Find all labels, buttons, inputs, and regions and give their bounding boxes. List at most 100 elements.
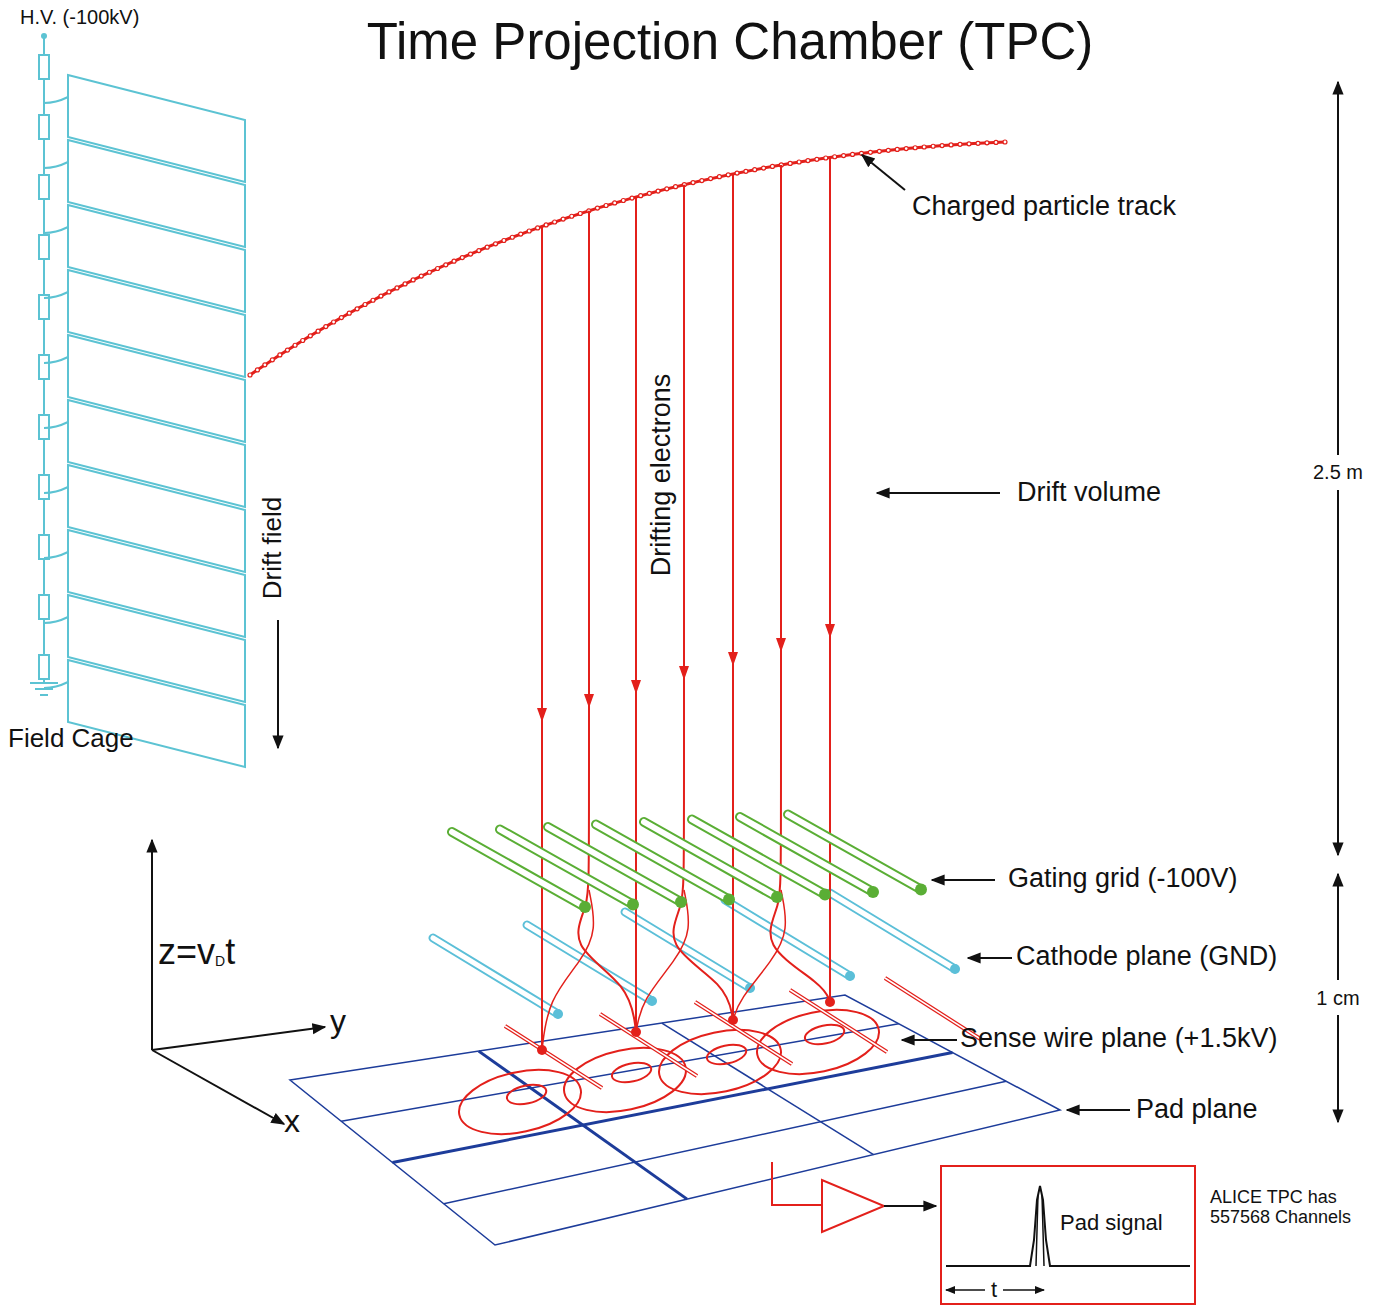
signal-arrow <box>884 1205 936 1207</box>
ionisation-dot <box>460 256 464 260</box>
ionisation-dot <box>976 141 980 145</box>
induced-charge <box>505 1082 548 1108</box>
dimension-line <box>1337 490 1339 855</box>
wire-end <box>771 891 783 903</box>
pulse-trace <box>1036 1195 1044 1266</box>
label: y <box>330 1004 346 1039</box>
electron-drift-line <box>541 226 543 1050</box>
avalanche-point <box>631 1027 641 1037</box>
label: 1 cm <box>1314 987 1361 1009</box>
ionisation-dot <box>842 154 846 158</box>
gating-wire <box>788 815 921 890</box>
ionisation-dot <box>519 232 523 236</box>
field-cage-tap <box>44 682 68 688</box>
cathode-wire <box>830 893 955 969</box>
ionisation-dot <box>833 155 837 159</box>
ionisation-dot <box>510 235 514 239</box>
resistor-symbol <box>39 55 49 79</box>
ionisation-dot <box>958 142 962 146</box>
wire-end <box>723 894 735 906</box>
resistor-symbol <box>39 355 49 379</box>
leader-arrow <box>877 492 1000 494</box>
ionisation-dot <box>797 160 801 164</box>
dimension-line <box>1337 82 1339 455</box>
wire-end <box>950 964 960 974</box>
sense-wire <box>790 990 887 1052</box>
electron-drift-line <box>542 890 593 1050</box>
induced-charge <box>803 1022 846 1048</box>
ionisation-dot <box>762 166 766 170</box>
ionisation-dot <box>536 226 540 230</box>
ionisation-dot <box>815 157 819 161</box>
electron-drift-line <box>733 890 785 1020</box>
label: x <box>284 1104 300 1139</box>
ionisation-dot <box>726 173 730 177</box>
resistor-symbol <box>39 115 49 139</box>
ionisation-dot <box>922 145 926 149</box>
ionisation-dot <box>994 140 998 144</box>
sense-wire <box>505 1026 602 1088</box>
ionisation-dot <box>639 194 643 198</box>
ionisation-dot <box>691 181 695 185</box>
ionisation-dot <box>403 282 407 286</box>
ionisation-dot <box>502 239 506 243</box>
x-axis <box>152 1050 284 1124</box>
ionisation-dot <box>293 343 297 347</box>
ionisation-dot <box>806 159 810 163</box>
ionisation-dot <box>477 249 481 253</box>
cathode-wire <box>625 912 750 988</box>
field-cage-strip <box>68 270 245 377</box>
ionisation-dot <box>355 307 359 311</box>
label: Pad plane <box>1136 1095 1258 1125</box>
leader-arrow <box>902 1039 957 1041</box>
z-axis <box>151 840 153 1050</box>
ionisation-dot <box>647 191 651 195</box>
drift-field-arrow <box>277 620 279 748</box>
ionisation-dot <box>949 143 953 147</box>
cathode-wire <box>725 900 850 976</box>
ionisation-dot <box>630 196 634 200</box>
field-cage-tap <box>44 292 68 298</box>
leader-arrow <box>968 957 1012 959</box>
resistor-symbol <box>39 535 49 559</box>
ionisation-dot <box>570 214 574 218</box>
ionisation-dot <box>985 141 989 145</box>
induced-charge <box>453 1060 587 1144</box>
ionisation-dot <box>770 164 774 168</box>
ionisation-dot <box>363 302 367 306</box>
label: Sense wire plane (+1.5kV) <box>960 1024 1277 1054</box>
wire-end <box>647 996 657 1006</box>
sense-wire <box>790 990 887 1052</box>
wire-end <box>845 971 855 981</box>
ionisation-dot <box>717 175 721 179</box>
ionisation-dot <box>452 259 456 263</box>
wire-end <box>553 1009 563 1019</box>
ionisation-dot <box>301 338 305 342</box>
sense-wire <box>600 1014 697 1076</box>
field-cage <box>30 33 278 767</box>
ionisation-dot <box>744 169 748 173</box>
ionisation-dot <box>578 211 582 215</box>
ionisation-dot <box>339 316 343 320</box>
field-cage-tap <box>44 422 68 428</box>
cathode-wire <box>830 893 955 969</box>
cathode-wire <box>527 925 652 1001</box>
ionisation-dot <box>851 152 855 156</box>
wire-end <box>579 901 591 913</box>
field-cage-strip <box>68 75 245 182</box>
sense-wire <box>695 1002 792 1064</box>
gating-wire <box>788 815 921 890</box>
time-arrow <box>1003 1289 1044 1291</box>
drift-arrowhead <box>631 680 641 694</box>
ionisation-dot <box>494 242 498 246</box>
cathode-wire <box>433 938 558 1014</box>
amplifier-symbol <box>822 1180 884 1232</box>
pad-column <box>662 1023 874 1155</box>
label: D <box>215 954 225 969</box>
cathode-wire <box>527 925 652 1001</box>
ionisation-dot <box>255 368 259 372</box>
ionisation-dot <box>332 320 336 324</box>
ionisation-dot <box>1003 140 1007 144</box>
ionisation-dot <box>427 270 431 274</box>
field-cage-strip <box>68 140 245 247</box>
